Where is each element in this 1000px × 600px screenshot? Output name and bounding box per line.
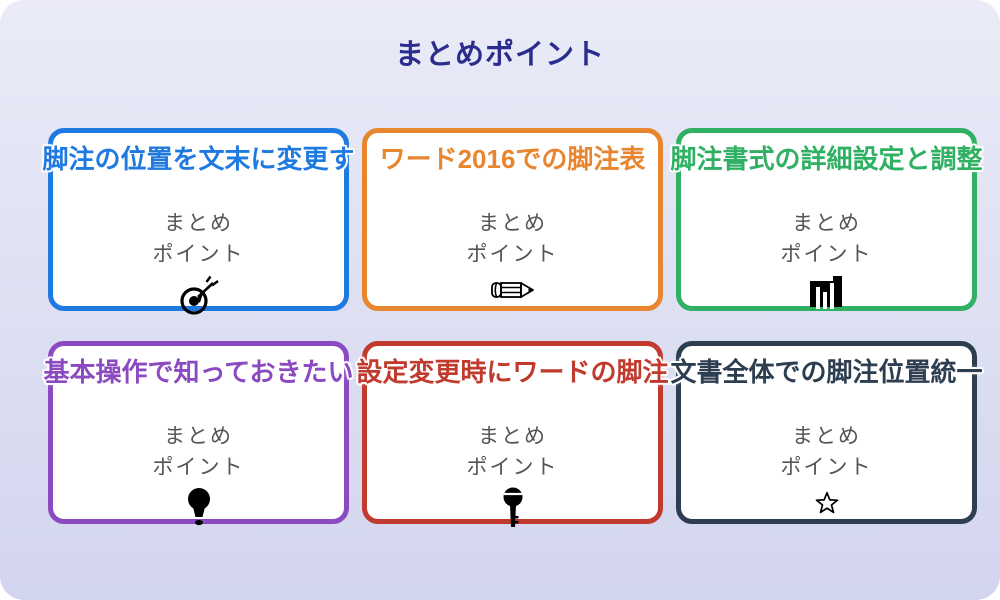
card-title: 設定変更時にワードの脚注 [356, 357, 669, 387]
card-body-line2: ポイント [466, 243, 559, 266]
card-body-line2: ポイント [780, 243, 873, 266]
dart-target-icon [177, 274, 221, 316]
card-body-line2: ポイント [466, 456, 559, 479]
card-body-line1: まとめ [478, 425, 547, 448]
page-title: まとめポイント [394, 39, 605, 71]
summary-card-document-wide: 文書全体での脚注位置統一 まとめ ポイント [671, 341, 983, 524]
light-bulb-icon [186, 487, 212, 527]
card-body-line1: まとめ [164, 425, 233, 448]
card-title: 脚注書式の詳細設定と調整 [670, 144, 983, 174]
card-title: 基本操作で知っておきたい [43, 357, 354, 387]
card-body-line1: まとめ [164, 212, 233, 235]
summary-card-footnote-position: 脚注の位置を文末に変更す まとめ ポイント [43, 128, 355, 315]
bar-chart-icon [807, 274, 847, 310]
card-body-line1: まとめ [792, 212, 861, 235]
card-body-text: まとめ ポイント [781, 421, 873, 483]
card-body-line1: まとめ [478, 212, 547, 235]
card-body-text: まとめ ポイント [467, 208, 559, 270]
card-body-text: まとめ ポイント [153, 421, 245, 483]
summary-card-settings-change: 設定変更時にワードの脚注 まとめ ポイント [357, 341, 669, 527]
key-icon [501, 487, 525, 529]
star-icon [815, 487, 839, 519]
card-grid: 脚注の位置を文末に変更す まとめ ポイント ワード2016での脚注表 [43, 128, 983, 527]
card-body-line2: ポイント [780, 456, 873, 479]
card-body-line2: ポイント [152, 243, 245, 266]
summary-card-word2016: ワード2016での脚注表 まとめ ポイント [362, 128, 663, 311]
card-body-line1: まとめ [792, 425, 861, 448]
card-body-text: まとめ ポイント [153, 208, 245, 270]
card-title: 脚注の位置を文末に変更す [42, 144, 355, 174]
summary-card-footnote-format: 脚注書式の詳細設定と調整 まとめ ポイント [671, 128, 983, 311]
summary-card-basic-operations: 基本操作で知っておきたい まとめ ポイント [44, 341, 353, 527]
card-body-text: まとめ ポイント [467, 421, 559, 483]
pencil-icon [490, 274, 536, 306]
card-title: 文書全体での脚注位置統一 [670, 357, 983, 387]
card-body-line2: ポイント [152, 456, 245, 479]
card-body-text: まとめ ポイント [781, 208, 873, 270]
card-title: ワード2016での脚注表 [379, 144, 646, 174]
